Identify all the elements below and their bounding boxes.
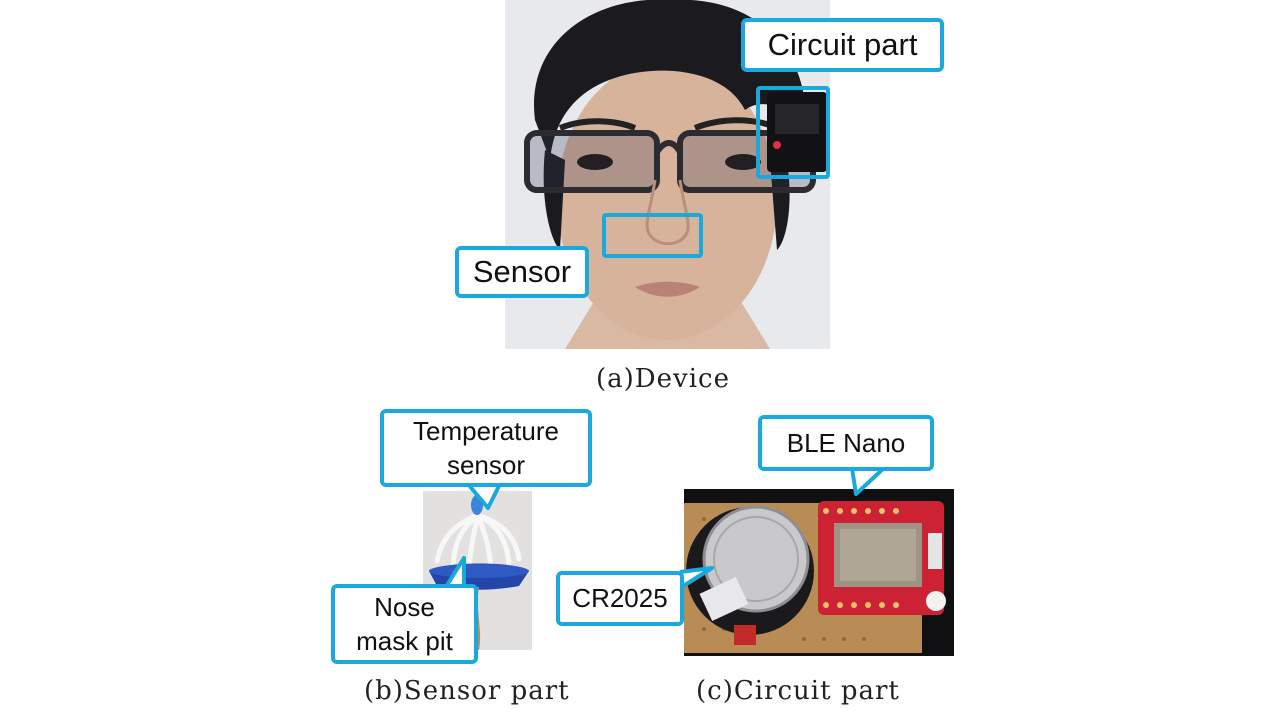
circuit-part-photo [684, 489, 954, 656]
cr2025-callout: CR2025 [556, 571, 684, 626]
sensor-part-caption: (b)Sensor part [364, 676, 570, 706]
temperature-callout-line2: sensor [447, 448, 525, 482]
sensor-highlight [602, 213, 703, 258]
nose-callout-line2: mask pit [356, 624, 453, 658]
ble-nano-callout: BLE Nano [758, 415, 934, 471]
circuit-part-caption: (c)Circuit part [696, 676, 900, 706]
circuit-part-callout-text: Circuit part [768, 27, 918, 63]
nose-mask-pit-callout: Nose mask pit [331, 584, 478, 664]
circuit-part-highlight [756, 86, 830, 179]
sensor-callout: Sensor [455, 246, 589, 298]
circuit-part-illustration [684, 489, 954, 656]
temperature-sensor-callout: Temperature sensor [380, 409, 592, 487]
sensor-callout-text: Sensor [473, 254, 571, 290]
cr2025-callout-text: CR2025 [572, 583, 667, 614]
circuit-part-callout: Circuit part [741, 18, 944, 72]
temperature-callout-line1: Temperature [413, 414, 559, 448]
nose-callout-line1: Nose [374, 590, 435, 624]
device-caption: (a)Device [596, 364, 730, 394]
ble-nano-callout-text: BLE Nano [787, 428, 906, 459]
